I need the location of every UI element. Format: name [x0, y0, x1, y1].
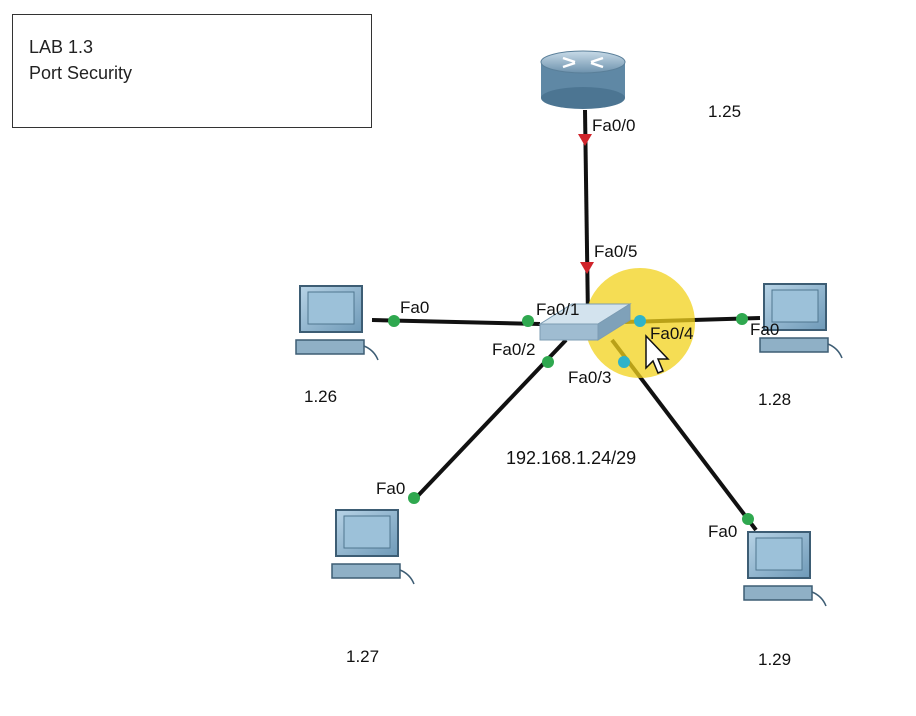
host-2-port-label: Fa0: [376, 479, 406, 498]
port-light-switch-fa0-3: [618, 356, 630, 368]
port-light-host2: [408, 492, 420, 504]
port-light-switch-fa0-2: [542, 356, 554, 368]
switch-port-fa0-1-label: Fa0/1: [536, 300, 580, 319]
switch-icon[interactable]: [538, 303, 632, 341]
host-3-port-label: Fa0: [750, 320, 780, 339]
lab-title-box: LAB 1.3 Port Security: [12, 14, 372, 128]
host-3-address-label: 1.28: [758, 390, 792, 409]
port-light-switch-fa0-5: [580, 262, 594, 274]
port-light-switch-fa0-1: [522, 315, 534, 327]
link-host1-switch[interactable]: [371, 318, 541, 326]
port-light-host4: [742, 513, 754, 525]
host-1-address-label: 1.26: [304, 387, 338, 406]
link-host2-switch[interactable]: [410, 338, 568, 504]
router-port-label: Fa0/0: [592, 116, 636, 135]
port-lights: [388, 134, 754, 525]
host-4-icon[interactable]: [743, 531, 827, 607]
mouse-cursor-icon: [645, 334, 670, 374]
lab-number: LAB 1.3: [29, 37, 94, 57]
host-2-icon[interactable]: [331, 509, 415, 585]
port-light-switch-fa0-4: [634, 315, 646, 327]
port-light-host1: [388, 315, 400, 327]
host-2-address-label: 1.27: [346, 647, 380, 666]
router-icon[interactable]: [540, 50, 626, 109]
switch-uplink-port-label: Fa0/5: [594, 242, 638, 261]
switch-port-fa0-2-label: Fa0/2: [492, 340, 536, 359]
host-4-address-label: 1.29: [758, 650, 792, 669]
switch-port-fa0-3-label: Fa0/3: [568, 368, 612, 387]
host-1-icon[interactable]: [295, 285, 379, 361]
port-light-host3: [736, 313, 748, 325]
host-3-icon[interactable]: [759, 283, 843, 359]
network-address-label: 192.168.1.24/29: [506, 448, 637, 468]
host-1-port-label: Fa0: [400, 298, 430, 317]
host-4-port-label: Fa0: [708, 522, 738, 541]
switch-port-fa0-4-label: Fa0/4: [650, 324, 694, 343]
lab-topic: Port Security: [29, 63, 133, 83]
port-light-router-fa0-0: [578, 134, 592, 146]
router-address-label: 1.25: [708, 102, 742, 121]
